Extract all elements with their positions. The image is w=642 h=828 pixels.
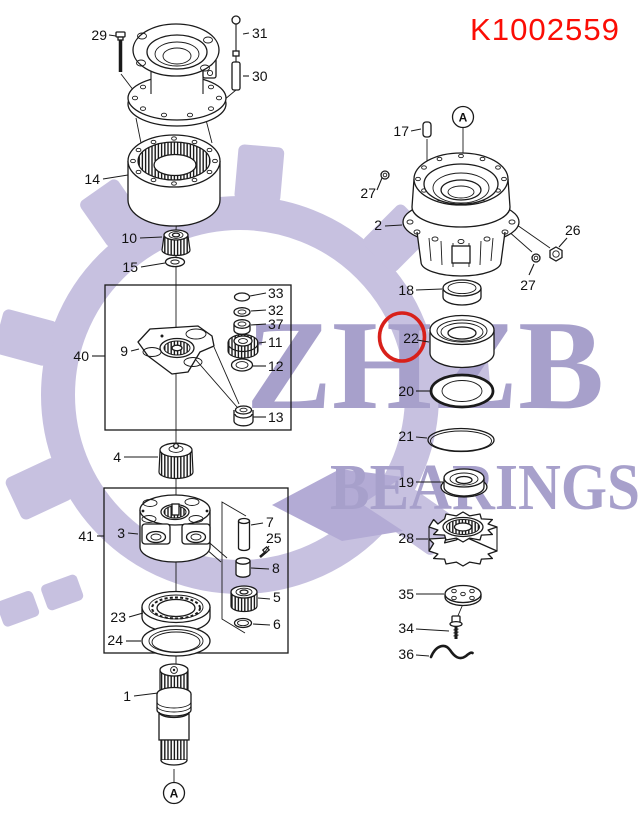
callout-27-right: 27 bbox=[520, 277, 536, 293]
callout-24: 24 bbox=[107, 632, 123, 648]
part-27-plug-right bbox=[531, 253, 541, 263]
callout-9: 9 bbox=[120, 343, 128, 359]
part-32-washer bbox=[233, 307, 251, 317]
callout-23: 23 bbox=[110, 609, 126, 625]
part-29-bolt bbox=[115, 31, 126, 72]
part-1-shaft bbox=[156, 663, 192, 766]
view-a-bottom-label: A bbox=[170, 787, 179, 801]
highlight-circle-part-22 bbox=[377, 311, 427, 363]
part-26-fitting bbox=[549, 246, 563, 262]
part-8-bushing bbox=[235, 557, 251, 578]
part-14-ring-gear bbox=[127, 134, 221, 227]
part-17-pin bbox=[422, 121, 432, 138]
part-36-wire-clip bbox=[429, 644, 474, 660]
part-33-snap-ring bbox=[233, 292, 251, 302]
callout-10: 10 bbox=[121, 230, 137, 246]
part-37-bushing bbox=[233, 319, 251, 335]
ring-gear-holes bbox=[130, 136, 218, 186]
leader-lines bbox=[92, 32, 568, 697]
callout-11: 11 bbox=[268, 334, 283, 350]
part-28-pinion-gear bbox=[428, 511, 498, 567]
callout-26: 26 bbox=[565, 222, 581, 238]
part-7-pin bbox=[237, 517, 251, 552]
callout-27-left: 27 bbox=[360, 185, 376, 201]
part-3-carrier bbox=[139, 494, 211, 563]
callout-8: 8 bbox=[272, 560, 280, 576]
swoosh-shape bbox=[272, 469, 403, 541]
part-9-carrier-plate bbox=[137, 325, 215, 375]
view-a-bottom: A bbox=[162, 781, 186, 805]
part-35-plate bbox=[444, 584, 482, 607]
part-6-ring bbox=[233, 617, 253, 629]
callout-33: 33 bbox=[268, 285, 284, 301]
callout-2: 2 bbox=[374, 217, 382, 233]
part-31-pin bbox=[231, 15, 241, 62]
sub-panel-outline bbox=[221, 501, 247, 634]
callout-5: 5 bbox=[273, 589, 281, 605]
callout-36: 36 bbox=[398, 646, 414, 662]
part-13-bushing bbox=[233, 405, 254, 427]
callout-37: 37 bbox=[268, 316, 284, 332]
part-15-washer bbox=[164, 256, 186, 268]
callout-19: 19 bbox=[398, 474, 414, 490]
callout-32: 32 bbox=[268, 302, 284, 318]
callout-41: 41 bbox=[78, 528, 94, 544]
callout-40: 40 bbox=[73, 348, 89, 364]
part-21-o-ring bbox=[427, 427, 495, 453]
part-5-gear bbox=[230, 585, 258, 613]
assembly-box-40 bbox=[104, 284, 292, 431]
callout-1: 1 bbox=[123, 688, 131, 704]
callout-4: 4 bbox=[113, 449, 121, 465]
callout-25: 25 bbox=[266, 530, 282, 546]
part-27-plug-left bbox=[380, 170, 390, 180]
callout-3: 3 bbox=[117, 525, 125, 541]
callout-17: 17 bbox=[393, 123, 409, 139]
drawing-title: K1002559 bbox=[470, 12, 620, 47]
callout-14: 14 bbox=[84, 171, 100, 187]
callout-31: 31 bbox=[252, 25, 268, 41]
callout-13: 13 bbox=[268, 409, 284, 425]
view-a-top: A bbox=[451, 105, 475, 129]
callout-35: 35 bbox=[398, 586, 414, 602]
callout-34: 34 bbox=[398, 620, 414, 636]
view-a-top-label: A bbox=[459, 111, 468, 125]
part-10-sun-gear bbox=[161, 229, 191, 257]
part-2-housing bbox=[402, 152, 520, 277]
part-11-planet-gear bbox=[227, 333, 259, 359]
part-20-ring bbox=[429, 373, 495, 409]
callout-7: 7 bbox=[266, 514, 274, 530]
callout-20: 20 bbox=[398, 383, 414, 399]
callout-28: 28 bbox=[398, 530, 414, 546]
part-4-coupling-gear bbox=[158, 442, 194, 480]
upper-cover bbox=[127, 23, 227, 127]
part-18-ring bbox=[442, 279, 482, 306]
part-24-seal-ring bbox=[141, 625, 211, 657]
callout-6: 6 bbox=[273, 616, 281, 632]
part-19-bearing bbox=[440, 468, 488, 498]
watermark-zhzb: ZHZB bbox=[246, 294, 604, 436]
part-30-tube bbox=[231, 61, 241, 91]
part-12-washer bbox=[230, 358, 254, 372]
callout-labels: 29 31 30 14 10 15 40 9 33 32 37 11 12 13… bbox=[73, 25, 580, 704]
callout-18: 18 bbox=[398, 282, 414, 298]
part-34-bolt bbox=[449, 615, 463, 639]
callout-22: 22 bbox=[403, 330, 419, 346]
callout-29: 29 bbox=[91, 27, 107, 43]
part-23-bearing bbox=[141, 590, 211, 634]
callout-30: 30 bbox=[252, 68, 268, 84]
callout-12: 12 bbox=[268, 358, 284, 374]
part-22-bearing bbox=[429, 314, 495, 369]
callout-21: 21 bbox=[398, 428, 414, 444]
callout-15: 15 bbox=[122, 259, 138, 275]
